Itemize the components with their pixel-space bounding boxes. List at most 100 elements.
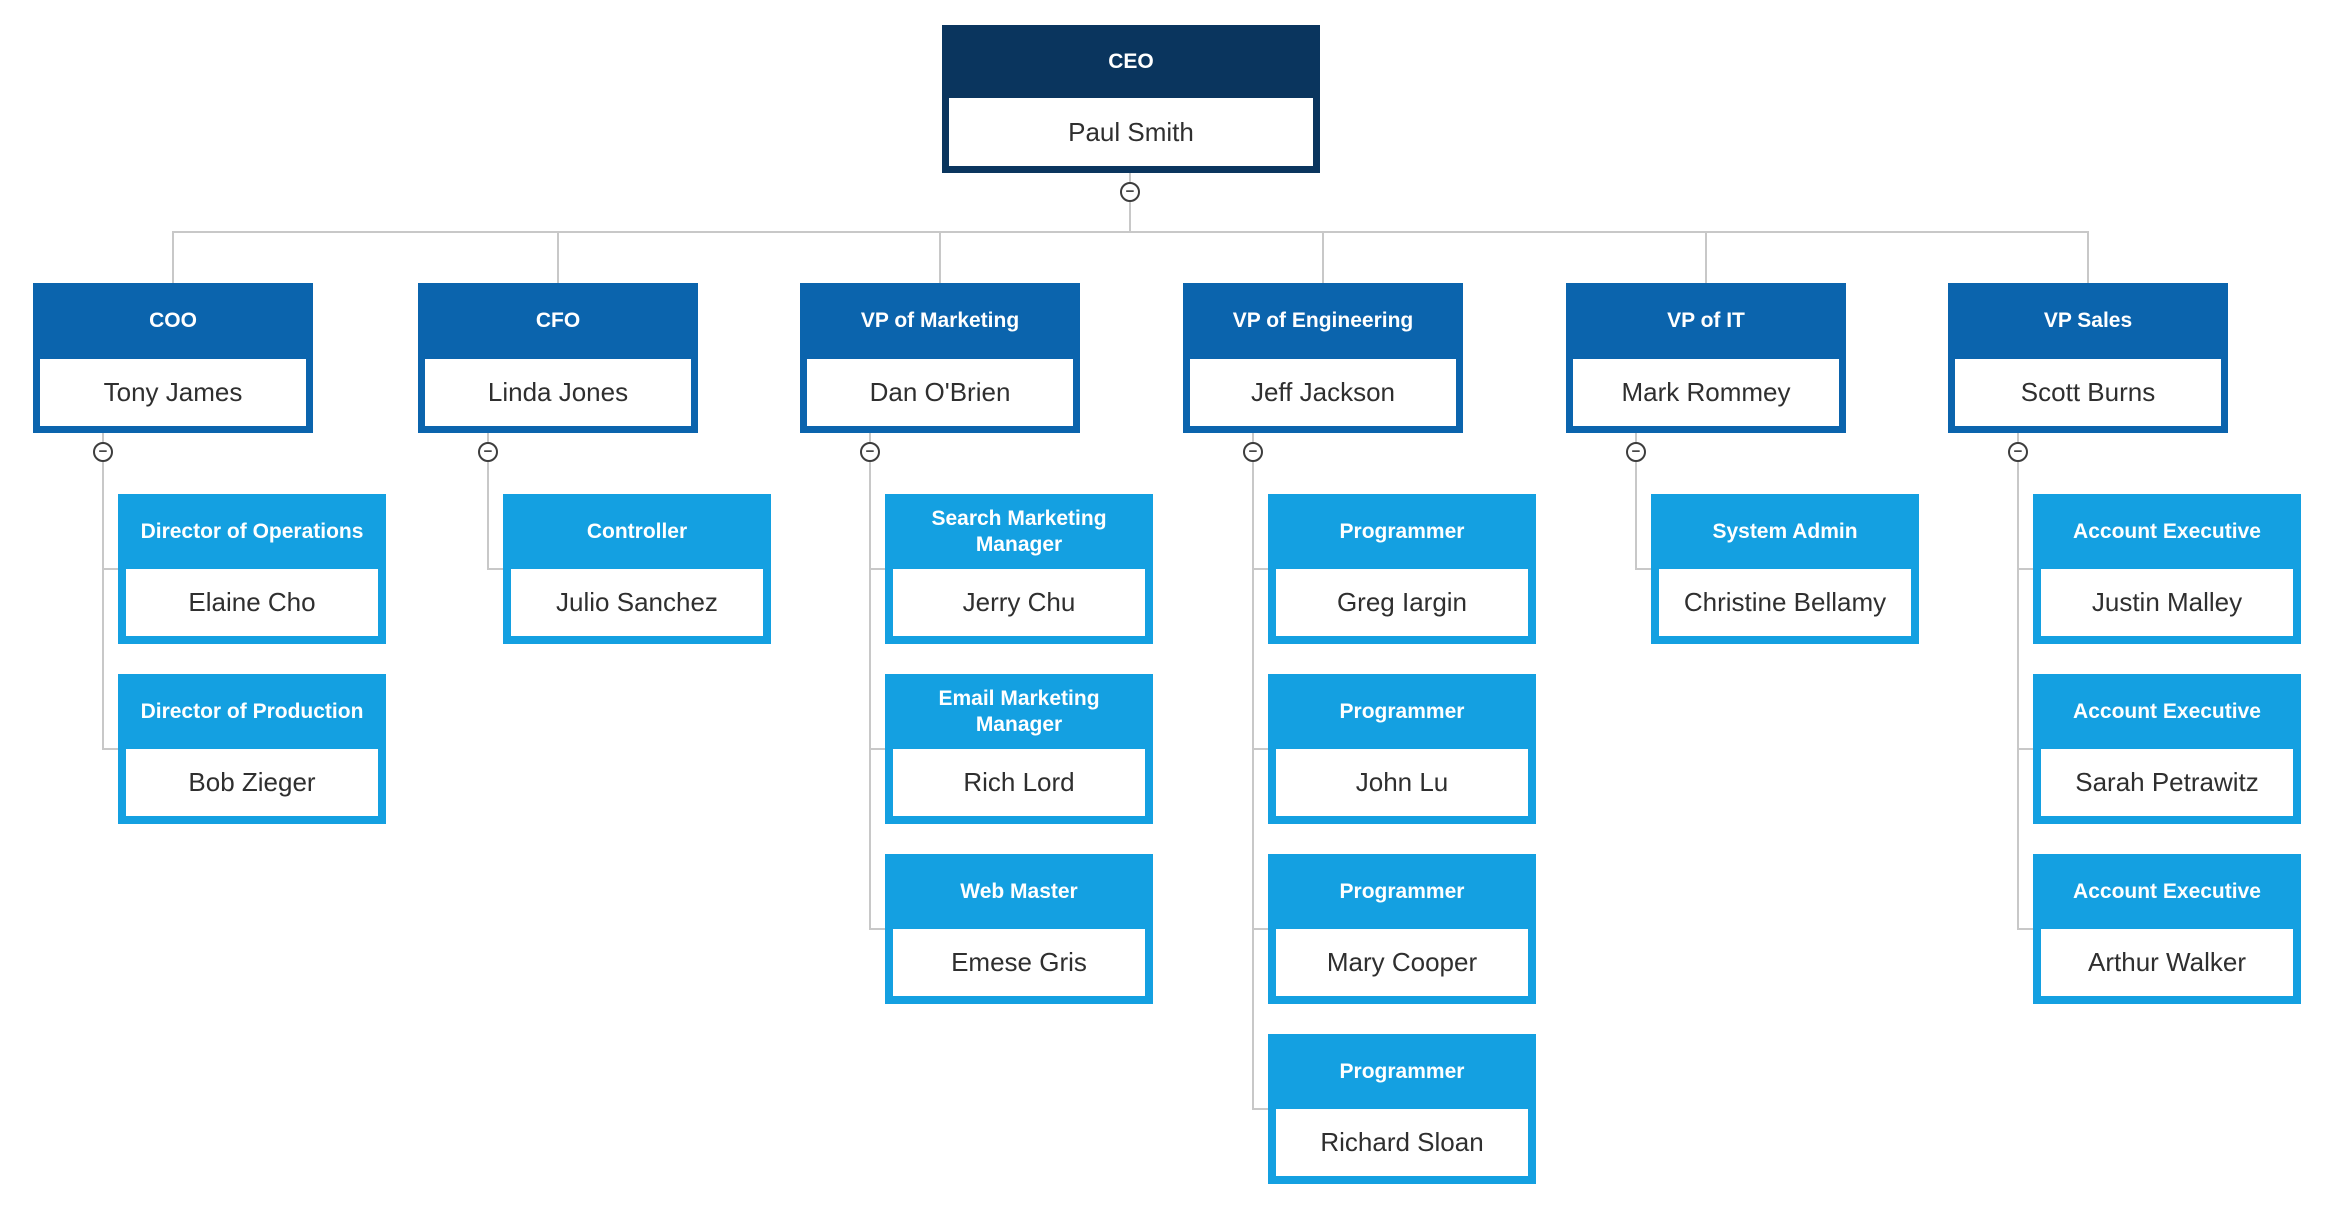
- connector-line: [103, 568, 119, 570]
- connector-line: [870, 568, 886, 570]
- node-name: Dan O'Brien: [807, 359, 1073, 426]
- connector-line: [1636, 568, 1652, 570]
- connector-line: [1129, 201, 1131, 232]
- node-name: Linda Jones: [425, 359, 691, 426]
- connector-line: [870, 748, 886, 750]
- node-title: Programmer: [1339, 699, 1465, 723]
- connector-line: [2087, 231, 2089, 283]
- connector-line: [1129, 173, 1131, 183]
- node-director-of-operations[interactable]: Director of Operations Elaine Cho: [118, 494, 386, 644]
- node-vp-of-it[interactable]: VP of IT Mark Rommey: [1566, 283, 1846, 433]
- node-title: Controller: [586, 519, 688, 543]
- node-title: Account Executive: [2073, 879, 2261, 903]
- connector-line: [1252, 433, 1254, 443]
- node-name: Jerry Chu: [893, 569, 1145, 636]
- connector-bus: [173, 231, 2088, 233]
- collapse-button-vp-sales[interactable]: −: [2008, 442, 2028, 462]
- node-name: Arthur Walker: [2041, 929, 2293, 996]
- connector-line: [557, 231, 559, 283]
- node-vp-sales[interactable]: VP Sales Scott Burns: [1948, 283, 2228, 433]
- node-title: Programmer: [1339, 1059, 1465, 1083]
- node-programmer-3[interactable]: Programmer Mary Cooper: [1268, 854, 1536, 1004]
- connector-line: [2017, 433, 2019, 443]
- connector-line: [1253, 568, 1269, 570]
- minus-icon: −: [865, 442, 875, 460]
- node-vp-of-engineering[interactable]: VP of Engineering Jeff Jackson: [1183, 283, 1463, 433]
- node-name: Bob Zieger: [126, 749, 378, 816]
- node-title: Programmer: [1339, 519, 1465, 543]
- node-title: COO: [149, 309, 197, 333]
- node-name: Greg Iargin: [1276, 569, 1528, 636]
- collapse-button-vp-engineering[interactable]: −: [1243, 442, 1263, 462]
- node-title: Director of Production: [140, 699, 364, 723]
- node-coo[interactable]: COO Tony James: [33, 283, 313, 433]
- node-programmer-1[interactable]: Programmer Greg Iargin: [1268, 494, 1536, 644]
- node-name: Elaine Cho: [126, 569, 378, 636]
- node-web-master[interactable]: Web Master Emese Gris: [885, 854, 1153, 1004]
- minus-icon: −: [483, 442, 493, 460]
- node-ceo[interactable]: CEO Paul Smith: [942, 25, 1320, 173]
- connector-line: [2018, 928, 2034, 930]
- connector-line: [1252, 461, 1254, 1110]
- minus-icon: −: [2013, 442, 2023, 460]
- node-name: Richard Sloan: [1276, 1109, 1528, 1176]
- minus-icon: −: [1631, 442, 1641, 460]
- collapse-button-cfo[interactable]: −: [478, 442, 498, 462]
- connector-line: [1253, 748, 1269, 750]
- minus-icon: −: [1125, 182, 1135, 200]
- node-controller[interactable]: Controller Julio Sanchez: [503, 494, 771, 644]
- collapse-button-ceo[interactable]: −: [1120, 182, 1140, 202]
- node-name: John Lu: [1276, 749, 1528, 816]
- connector-line: [1322, 231, 1324, 283]
- node-title: VP Sales: [2043, 309, 2133, 333]
- node-name: Mark Rommey: [1573, 359, 1839, 426]
- connector-line: [869, 433, 871, 443]
- connector-line: [870, 928, 886, 930]
- node-name: Emese Gris: [893, 929, 1145, 996]
- collapse-button-vp-it[interactable]: −: [1626, 442, 1646, 462]
- node-account-executive-1[interactable]: Account Executive Justin Malley: [2033, 494, 2301, 644]
- node-director-of-production[interactable]: Director of Production Bob Zieger: [118, 674, 386, 824]
- node-title: CEO: [1108, 49, 1154, 73]
- node-name: Tony James: [40, 359, 306, 426]
- connector-line: [869, 461, 871, 930]
- collapse-button-vp-marketing[interactable]: −: [860, 442, 880, 462]
- node-account-executive-3[interactable]: Account Executive Arthur Walker: [2033, 854, 2301, 1004]
- node-system-admin[interactable]: System Admin Christine Bellamy: [1651, 494, 1919, 644]
- node-search-marketing-manager[interactable]: Search Marketing Manager Jerry Chu: [885, 494, 1153, 644]
- node-title: Search Marketing Manager: [931, 507, 1107, 556]
- node-email-marketing-manager[interactable]: Email Marketing Manager Rich Lord: [885, 674, 1153, 824]
- connector-line: [488, 568, 504, 570]
- connector-line: [102, 433, 104, 443]
- node-programmer-4[interactable]: Programmer Richard Sloan: [1268, 1034, 1536, 1184]
- connector-line: [1705, 231, 1707, 283]
- node-programmer-2[interactable]: Programmer John Lu: [1268, 674, 1536, 824]
- node-cfo[interactable]: CFO Linda Jones: [418, 283, 698, 433]
- node-title: Director of Operations: [140, 519, 364, 543]
- node-name: Scott Burns: [1955, 359, 2221, 426]
- connector-line: [1253, 1108, 1269, 1110]
- node-name: Paul Smith: [949, 98, 1313, 166]
- connector-line: [103, 748, 119, 750]
- connector-line: [487, 433, 489, 443]
- node-title: Email Marketing Manager: [938, 687, 1100, 736]
- connector-line: [2018, 568, 2034, 570]
- collapse-button-coo[interactable]: −: [93, 442, 113, 462]
- node-name: Jeff Jackson: [1190, 359, 1456, 426]
- node-vp-of-marketing[interactable]: VP of Marketing Dan O'Brien: [800, 283, 1080, 433]
- node-name: Sarah Petrawitz: [2041, 749, 2293, 816]
- connector-line: [939, 231, 941, 283]
- connector-line: [102, 461, 104, 750]
- node-name: Julio Sanchez: [511, 569, 763, 636]
- node-title: Web Master: [960, 879, 1078, 903]
- node-account-executive-2[interactable]: Account Executive Sarah Petrawitz: [2033, 674, 2301, 824]
- node-title: VP of Engineering: [1232, 309, 1414, 333]
- node-title: Programmer: [1339, 879, 1465, 903]
- connector-line: [1635, 433, 1637, 443]
- node-title: System Admin: [1712, 519, 1858, 543]
- node-title: VP of Marketing: [860, 309, 1020, 333]
- connector-line: [487, 461, 489, 570]
- connector-line: [1253, 928, 1269, 930]
- connector-line: [1635, 461, 1637, 570]
